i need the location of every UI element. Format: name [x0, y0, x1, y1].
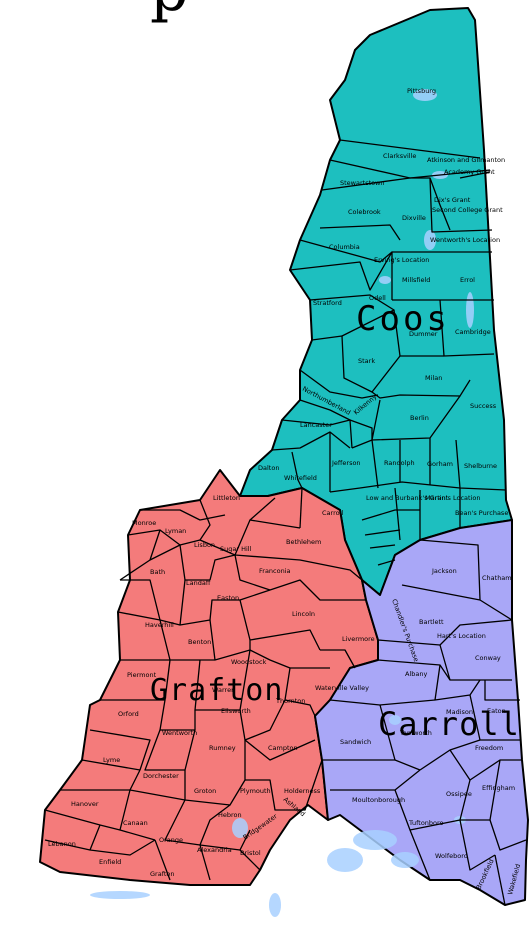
carroll-county-label: Carroll: [378, 705, 520, 743]
town-label: Lancaster: [300, 421, 332, 429]
town-label: Benton: [188, 638, 211, 646]
town-label: Madison: [446, 708, 473, 716]
town-label: Landaff: [186, 579, 211, 587]
town-label: Rumney: [209, 744, 236, 752]
town-label: Bartlett: [419, 618, 444, 626]
town-label: Atkinson and Gilmanton: [427, 156, 505, 164]
town-label: Lisbon: [194, 541, 215, 549]
town-label: Groton: [194, 787, 216, 795]
town-boundaries: [44, 139, 527, 906]
town-label: Chatham: [482, 574, 512, 582]
town-label: Bean's Purchase: [455, 509, 508, 517]
town-label: Second College Grant: [432, 206, 503, 214]
town-label: Bath: [150, 568, 165, 576]
town-label: Berlin: [410, 414, 429, 422]
town-label: Dummer: [409, 330, 438, 338]
town-label: Jefferson: [331, 459, 361, 467]
town-label: Orford: [118, 710, 139, 718]
town-label: Alexandria: [197, 846, 232, 854]
town-label: Shelburne: [464, 462, 497, 470]
town-label: Martin's Location: [425, 494, 480, 502]
town-label: Holderness: [284, 787, 321, 795]
town-label: Errol: [460, 276, 475, 284]
town-label: Tuftonboro: [408, 819, 444, 827]
town-label: Dixville: [402, 214, 426, 222]
grafton-county-label: Grafton: [150, 673, 283, 708]
town-label: Franconia: [259, 567, 291, 575]
title-fragment: p: [150, 0, 188, 25]
town-label: Clarksville: [383, 152, 416, 160]
town-label: Wentworth: [162, 729, 197, 737]
town-label: Orange: [159, 836, 183, 844]
town-label: Dalton: [258, 464, 279, 472]
town-label: Ossipee: [446, 790, 472, 798]
town-label: Thornton: [275, 697, 305, 705]
town-label: Millsfield: [402, 276, 430, 284]
town-label: Low and Burbank's Grant: [366, 494, 448, 502]
town-label: Cambridge: [455, 328, 491, 336]
town-label: Columbia: [329, 243, 360, 251]
town-label: Whitefield: [284, 474, 317, 482]
town-label: Stewartstown: [340, 179, 385, 187]
town-label: Lyme: [103, 756, 120, 764]
town-label: Academy Grant: [444, 168, 495, 176]
town-label: Gorham: [427, 460, 453, 468]
town-label: Wolfeboro: [435, 852, 468, 860]
town-label: Milan: [425, 374, 442, 382]
town-label: Bristol: [240, 849, 261, 857]
town-label: Littleton: [213, 494, 240, 502]
town-label: Stark: [358, 357, 375, 365]
town-label: Freedom: [475, 744, 503, 752]
town-label: Lyman: [165, 527, 186, 535]
town-label: Ellsworth: [221, 707, 251, 715]
town-label: Carroll: [322, 509, 343, 517]
carroll-county[interactable]: [314, 519, 529, 906]
town-label: Lincoln: [292, 610, 315, 618]
town-label: Wentworth's Location: [430, 236, 500, 244]
town-label: Jackson: [431, 567, 457, 575]
town-label: Lebanon: [48, 840, 76, 848]
town-label: Tamworth: [399, 729, 432, 737]
town-label: Eaton: [487, 707, 506, 715]
town-label: Randolph: [384, 459, 415, 467]
grafton-town-labels: Littleton Monroe Lyman Lisbon Sugar Hill…: [48, 494, 375, 878]
town-label: Haverhill: [145, 621, 174, 629]
town-label: Sugar Hill: [220, 545, 252, 553]
town-label: Moultonborough: [352, 796, 405, 804]
town-label: Dorchester: [143, 772, 179, 780]
town-label: Waterville Valley: [315, 684, 369, 692]
town-label: Warren: [212, 686, 235, 694]
town-label: Albany: [405, 670, 427, 678]
town-label: Woodstock: [231, 658, 267, 666]
town-label: Stratford: [313, 299, 342, 307]
town-label: Conway: [475, 654, 501, 662]
town-label: Livermore: [342, 635, 375, 643]
town-label: Colebrook: [348, 208, 381, 216]
town-label: Pittsburg: [407, 87, 436, 95]
town-label: Hart's Location: [437, 632, 486, 640]
coos-county[interactable]: [239, 7, 513, 596]
town-label: Odell: [369, 294, 386, 302]
town-label: Enfield: [99, 858, 121, 866]
town-label: Piermont: [127, 671, 157, 679]
town-label: Erving's Location: [374, 256, 429, 264]
town-label: Grafton: [150, 870, 175, 878]
town-label: Canaan: [123, 819, 148, 827]
town-label: Success: [470, 402, 497, 410]
water-bodies: [90, 89, 474, 917]
town-label: Easton: [217, 594, 239, 602]
town-label: Sandwich: [340, 738, 371, 746]
town-label: Monroe: [132, 519, 156, 527]
town-label: Hebron: [218, 811, 242, 819]
coos-county-label: Coos: [356, 299, 450, 339]
town-label: Hanover: [71, 800, 99, 808]
town-label: Plymouth: [240, 787, 271, 795]
town-label: Effingham: [482, 784, 515, 792]
town-label: Bethlehem: [286, 538, 321, 546]
town-label: Campton: [268, 744, 298, 752]
town-label: Dix's Grant: [434, 196, 471, 204]
